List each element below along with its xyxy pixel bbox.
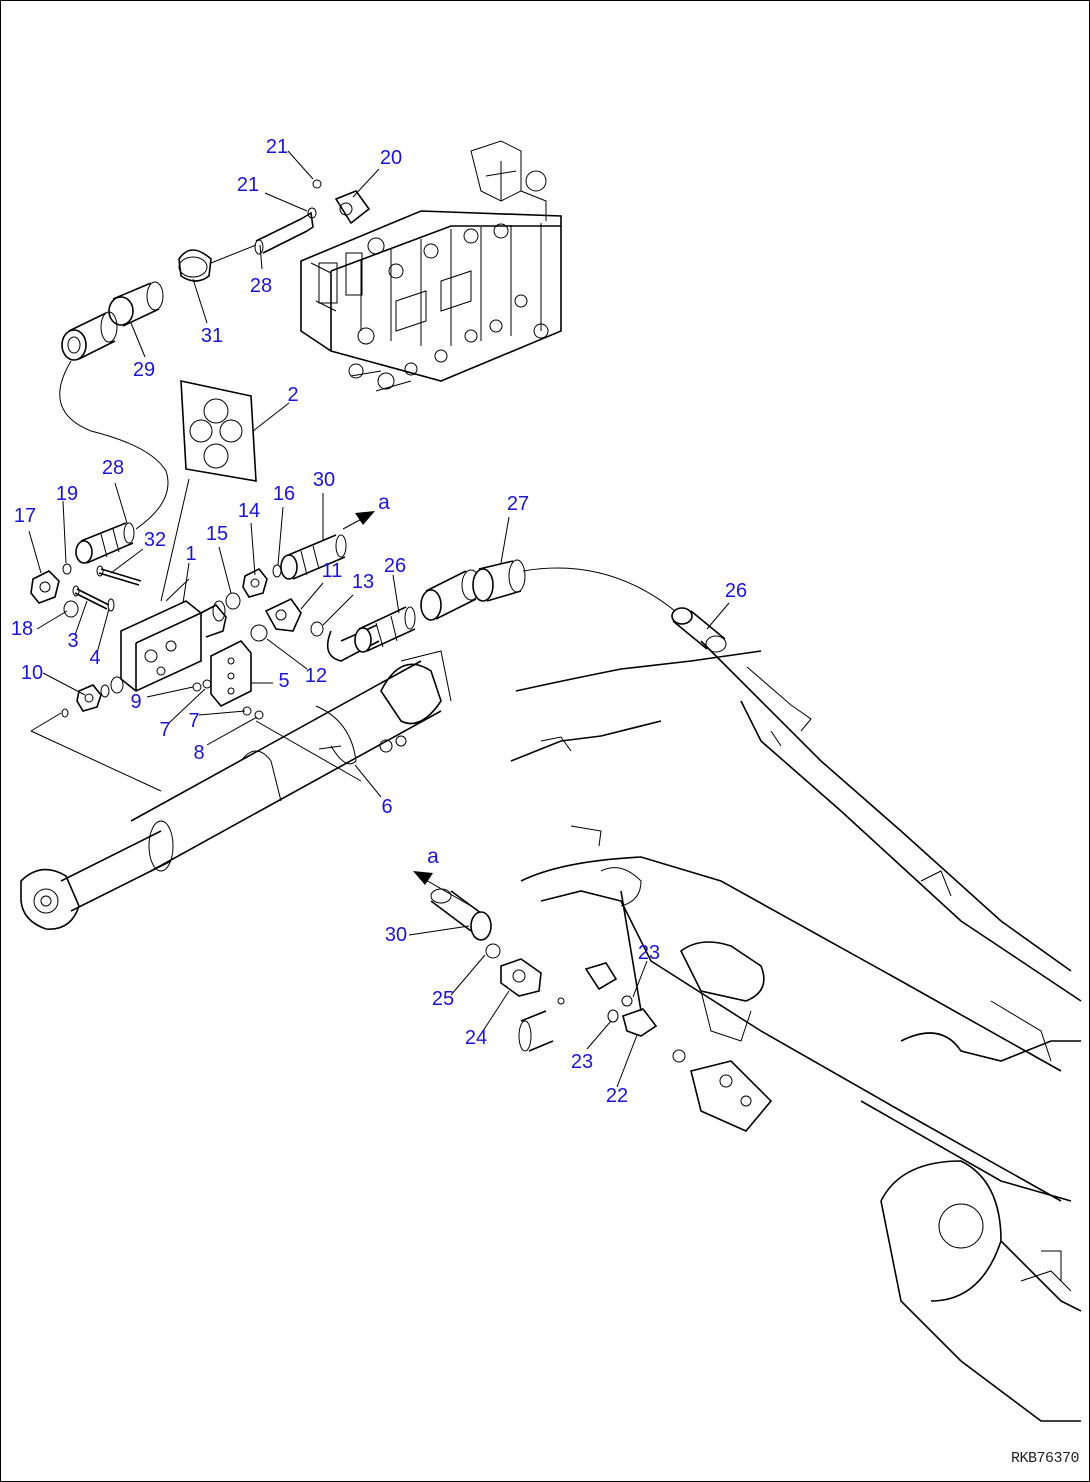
callout-19: 19 (55, 483, 79, 505)
callout-a-bottom: a (427, 845, 439, 868)
plate-2-drawing (180, 379, 290, 482)
callout-2: 2 (287, 384, 299, 406)
callout-28-top: 28 (249, 275, 273, 297)
callout-21-top: 21 (265, 136, 289, 158)
callout-21-mid: 21 (236, 174, 260, 196)
callout-14: 14 (237, 500, 261, 522)
callout-12: 12 (304, 665, 328, 687)
callout-7-right: 7 (188, 710, 200, 732)
lower-fittings-drawing (413, 871, 686, 1063)
callout-11: 11 (321, 560, 343, 582)
callout-1: 1 (185, 543, 197, 565)
callout-31: 31 (200, 325, 224, 347)
upper-hose-assembly (59, 179, 371, 530)
callout-9: 9 (130, 691, 142, 713)
callout-6: 6 (381, 796, 393, 818)
callout-5: 5 (278, 670, 290, 692)
callout-4: 4 (89, 647, 101, 669)
callout-20: 20 (379, 147, 403, 169)
callout-13: 13 (351, 571, 375, 593)
callout-15: 15 (205, 523, 229, 545)
control-valve-drawing (300, 140, 562, 392)
boom-cylinder-drawing (20, 640, 1082, 1422)
callout-30-bottom: 30 (384, 924, 408, 946)
callout-17: 17 (13, 505, 37, 527)
callout-23-top: 23 (637, 942, 661, 964)
callout-28-left: 28 (101, 457, 125, 479)
callout-29: 29 (132, 359, 156, 381)
leader-lines (28, 150, 730, 798)
callout-3: 3 (67, 630, 79, 652)
callout-26-mid: 26 (383, 555, 407, 577)
callout-a-top: a (378, 491, 390, 514)
callout-8: 8 (193, 742, 205, 764)
reference-lines (30, 712, 362, 792)
callout-25: 25 (431, 988, 455, 1010)
drawing-id: RKB76370 (1010, 1450, 1080, 1467)
callout-18: 18 (10, 618, 34, 640)
callout-7-left: 7 (159, 719, 171, 741)
callout-10: 10 (20, 662, 44, 684)
callout-26-right: 26 (724, 580, 748, 602)
callout-24: 24 (464, 1027, 488, 1049)
leader-lines-lower (408, 925, 648, 1088)
valve-block-drawing (30, 478, 727, 720)
callout-22: 22 (605, 1085, 629, 1107)
callout-16: 16 (272, 483, 296, 505)
callout-32: 32 (143, 529, 167, 551)
callout-27: 27 (506, 493, 530, 515)
callout-23-bottom: 23 (570, 1051, 594, 1073)
callout-30-top: 30 (312, 469, 336, 491)
